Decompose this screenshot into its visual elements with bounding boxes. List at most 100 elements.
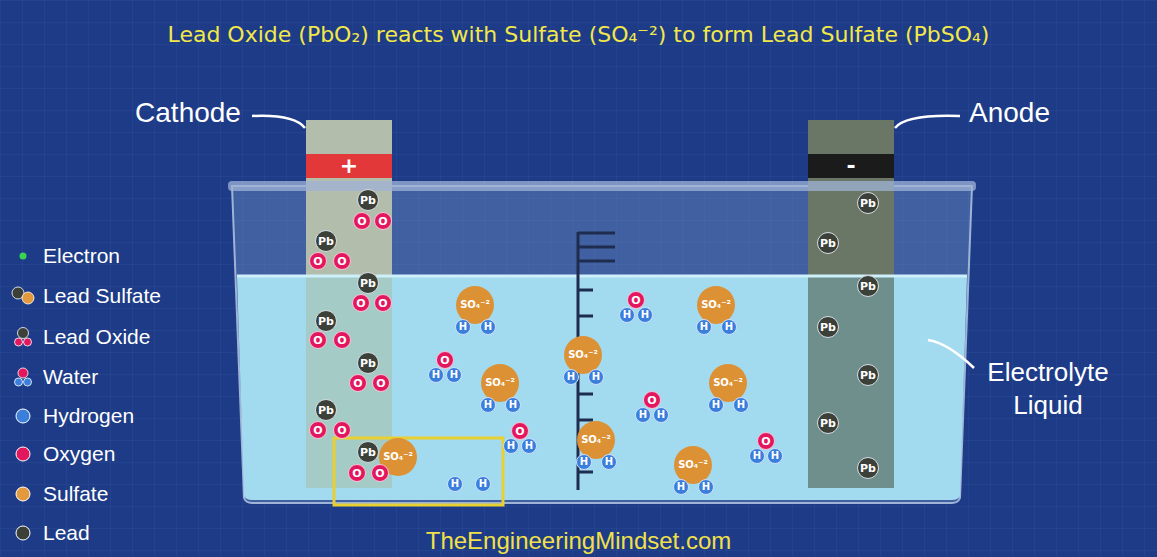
oxygen-atom: O: [371, 464, 389, 482]
cathode-plate: [306, 120, 392, 276]
lead-atom: Pb: [857, 457, 879, 479]
ion-symbol: SO₄⁻²: [713, 378, 743, 388]
terminal-band: -: [808, 154, 894, 178]
atom-symbol: H: [592, 372, 600, 382]
atom-symbol: Pb: [360, 447, 376, 458]
atom-symbol: O: [515, 426, 524, 437]
atom-symbol: H: [657, 410, 665, 420]
oxygen-atom: O: [348, 464, 366, 482]
hydrogen-atom: H: [721, 319, 737, 335]
atom-symbol: Pb: [860, 198, 876, 209]
atom-symbol: H: [677, 482, 685, 492]
beaker-rim: [228, 181, 976, 191]
legend-entry: [16, 487, 30, 501]
atom-symbol: O: [378, 298, 387, 309]
atom-symbol: O: [761, 436, 770, 447]
oxygen-atom: O: [333, 252, 351, 270]
lead-atom: Pb: [857, 364, 879, 386]
atom-symbol: O: [337, 425, 346, 436]
legend-text: Water: [43, 365, 98, 388]
watermark: TheEngineeringMindset.com: [0, 526, 1157, 556]
atom-symbol: H: [509, 400, 517, 410]
atom-symbol: Pb: [860, 281, 876, 292]
atom-symbol: O: [313, 256, 322, 267]
oxygen-atom: O: [372, 374, 390, 392]
atom-symbol: H: [484, 322, 492, 332]
atom-symbol: H: [484, 400, 492, 410]
oxygen-atom: O: [374, 294, 392, 312]
atom-symbol: O: [337, 256, 346, 267]
hydrogen-atom: H: [619, 307, 635, 323]
hydrogen-atom: H: [576, 454, 592, 470]
atom-symbol: O: [375, 468, 384, 479]
ion-symbol: SO₄⁻²: [701, 300, 731, 310]
ion-symbol: SO₄⁻²: [568, 350, 598, 360]
atom-symbol: H: [432, 370, 440, 380]
hydrogen-atom: H: [480, 319, 496, 335]
ion-symbol: SO₄⁻²: [485, 378, 515, 388]
atom-symbol: H: [507, 441, 515, 451]
hydrogen-atom: H: [708, 397, 724, 413]
hydrogen-atom: H: [447, 476, 463, 492]
atom-symbol: O: [631, 295, 640, 306]
atom-symbol: Pb: [860, 463, 876, 474]
terminal-sign: +: [340, 155, 358, 177]
legend-text: Lead Sulfate: [43, 284, 161, 307]
atom-symbol: Pb: [820, 238, 836, 249]
atom-symbol: H: [771, 451, 779, 461]
part-label: Electrolyte Liquid: [972, 356, 1124, 421]
legend-entry: [16, 447, 30, 461]
legend-swatch: [16, 526, 30, 540]
hydrogen-atom: H: [446, 367, 462, 383]
legend-entry: [12, 287, 34, 304]
oxygen-atom: O: [333, 331, 351, 349]
legend-text: Lead: [43, 521, 90, 544]
atom-symbol: H: [580, 457, 588, 467]
atom-symbol: O: [313, 425, 322, 436]
hydrogen-atom: H: [601, 454, 617, 470]
legend-icon: [18, 368, 28, 378]
atom-symbol: O: [647, 395, 656, 406]
hydrogen-atom: H: [588, 369, 604, 385]
legend-swatch: [16, 487, 30, 501]
hydrogen-atom: H: [635, 407, 651, 423]
atom-symbol: O: [313, 335, 322, 346]
atom-symbol: Pb: [318, 405, 334, 416]
lead-atom: Pb: [315, 230, 337, 252]
atom-symbol: H: [623, 310, 631, 320]
legend-swatch: [16, 409, 30, 423]
atom-symbol: O: [337, 335, 346, 346]
atom-symbol: Pb: [360, 278, 376, 289]
lead-atom: Pb: [315, 399, 337, 421]
atom-symbol: Pb: [860, 370, 876, 381]
leader-line: [895, 116, 960, 128]
lead-atom: Pb: [315, 310, 337, 332]
electrolyte: [237, 276, 967, 500]
liquid-surface: [237, 275, 967, 278]
atom-symbol: Pb: [820, 322, 836, 333]
atom-symbol: O: [440, 355, 449, 366]
legend-text: Oxygen: [43, 442, 115, 465]
atom-symbol: O: [378, 216, 387, 227]
legend-text: Electron: [43, 244, 120, 267]
atom-symbol: O: [353, 378, 362, 389]
hydrogen-atom: H: [637, 307, 653, 323]
atom-symbol: H: [725, 322, 733, 332]
hydrogen-atom: H: [767, 448, 783, 464]
legend-entry: [16, 526, 30, 540]
legend-entry: [20, 253, 27, 260]
oxygen-atom: O: [333, 421, 351, 439]
hydrogen-atom: H: [696, 319, 712, 335]
hydrogen-atom: H: [521, 438, 537, 454]
legend-icon: [24, 378, 32, 386]
atom-symbol: O: [376, 378, 385, 389]
hydrogen-atom: H: [563, 369, 579, 385]
lead-atom: Pb: [357, 352, 379, 374]
highlight-box: [334, 438, 503, 505]
atom-symbol: O: [356, 298, 365, 309]
oxygen-atom: O: [309, 331, 327, 349]
lead-atom: Pb: [357, 189, 379, 211]
hydrogen-atom: H: [505, 397, 521, 413]
